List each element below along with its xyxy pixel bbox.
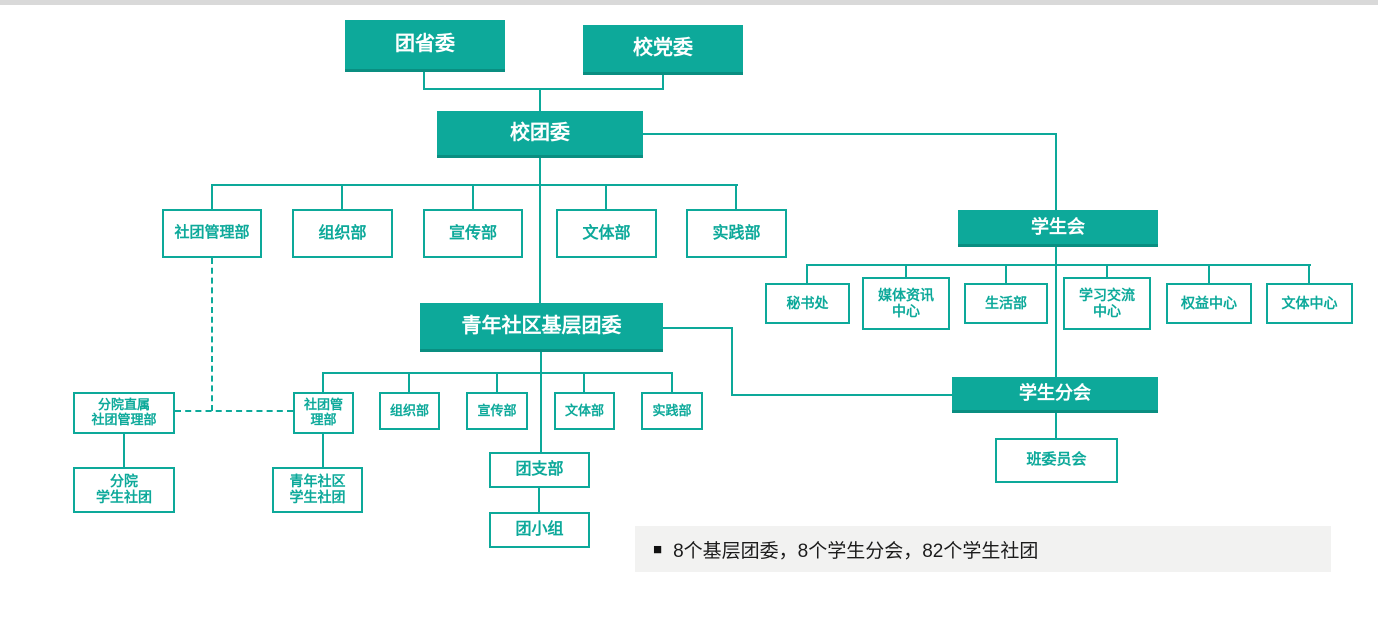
top-strip-decor (0, 0, 1378, 5)
connector (605, 184, 607, 209)
node-study-exchange-center: 学习交流 中心 (1063, 277, 1151, 330)
connector (423, 88, 664, 90)
node-youth-community-grassroots-league: 青年社区基层团委 (420, 303, 663, 352)
connector (731, 394, 952, 396)
connector (905, 264, 907, 278)
connector (408, 372, 410, 392)
connector (1055, 247, 1057, 377)
connector (806, 264, 1311, 266)
node-rights-center: 权益中心 (1166, 283, 1252, 324)
node-secretariat: 秘书处 (765, 283, 850, 324)
connector (1308, 264, 1310, 284)
connector (123, 434, 125, 467)
square-bullet-icon: ■ (653, 540, 663, 558)
connector (540, 352, 542, 452)
connector (211, 184, 213, 209)
node-school-league-committee: 校团委 (437, 111, 643, 158)
node-community-practice-dept: 实践部 (641, 392, 703, 430)
connector (341, 184, 343, 209)
summary-text: 8个基层团委，8个学生分会，82个学生社团 (673, 540, 1039, 562)
connector (1106, 264, 1108, 278)
node-student-union: 学生会 (958, 210, 1158, 247)
connector (472, 184, 474, 209)
connector (1005, 264, 1007, 284)
node-practice-dept: 实践部 (686, 209, 787, 258)
node-league-group: 团小组 (489, 512, 590, 548)
connector (583, 372, 585, 392)
node-student-branch: 学生分会 (952, 377, 1158, 413)
node-community-club-management-dept: 社团管 理部 (293, 392, 354, 434)
connector (735, 184, 737, 209)
connector (1055, 413, 1057, 438)
connector (663, 327, 733, 329)
connector (423, 72, 425, 89)
dashed-connector (175, 410, 293, 412)
connector (539, 158, 541, 303)
connector (322, 434, 324, 467)
node-community-student-clubs: 青年社区 学生社团 (272, 467, 363, 513)
node-community-organization-dept: 组织部 (379, 392, 440, 430)
dashed-connector (211, 258, 213, 411)
node-club-management-dept: 社团管理部 (162, 209, 262, 258)
summary-bar: ■ 8个基层团委，8个学生分会，82个学生社团 (635, 526, 1331, 572)
connector (211, 184, 738, 186)
connector (322, 372, 324, 392)
node-school-party-committee: 校党委 (583, 25, 743, 75)
node-provincial-league-committee: 团省委 (345, 20, 505, 72)
node-class-committee: 班委员会 (995, 438, 1118, 483)
node-publicity-dept: 宣传部 (423, 209, 523, 258)
node-culture-sports-dept: 文体部 (556, 209, 657, 258)
node-community-culture-sports-dept: 文体部 (554, 392, 615, 430)
connector (643, 133, 1057, 135)
connector (806, 264, 808, 284)
connector (662, 75, 664, 89)
node-culture-sports-center: 文体中心 (1266, 283, 1353, 324)
connector (1208, 264, 1210, 284)
connector (496, 372, 498, 392)
connector (539, 88, 541, 111)
node-league-branch: 团支部 (489, 452, 590, 488)
node-organization-dept: 组织部 (292, 209, 393, 258)
connector (538, 488, 540, 512)
connector (1055, 133, 1057, 210)
node-branch-student-clubs: 分院 学生社团 (73, 467, 175, 513)
node-branch-club-management-dept: 分院直属 社团管理部 (73, 392, 175, 434)
connector (731, 327, 733, 396)
node-community-publicity-dept: 宣传部 (466, 392, 528, 430)
connector (671, 372, 673, 392)
node-media-info-center: 媒体资讯 中心 (862, 277, 950, 330)
node-life-dept: 生活部 (964, 283, 1048, 324)
